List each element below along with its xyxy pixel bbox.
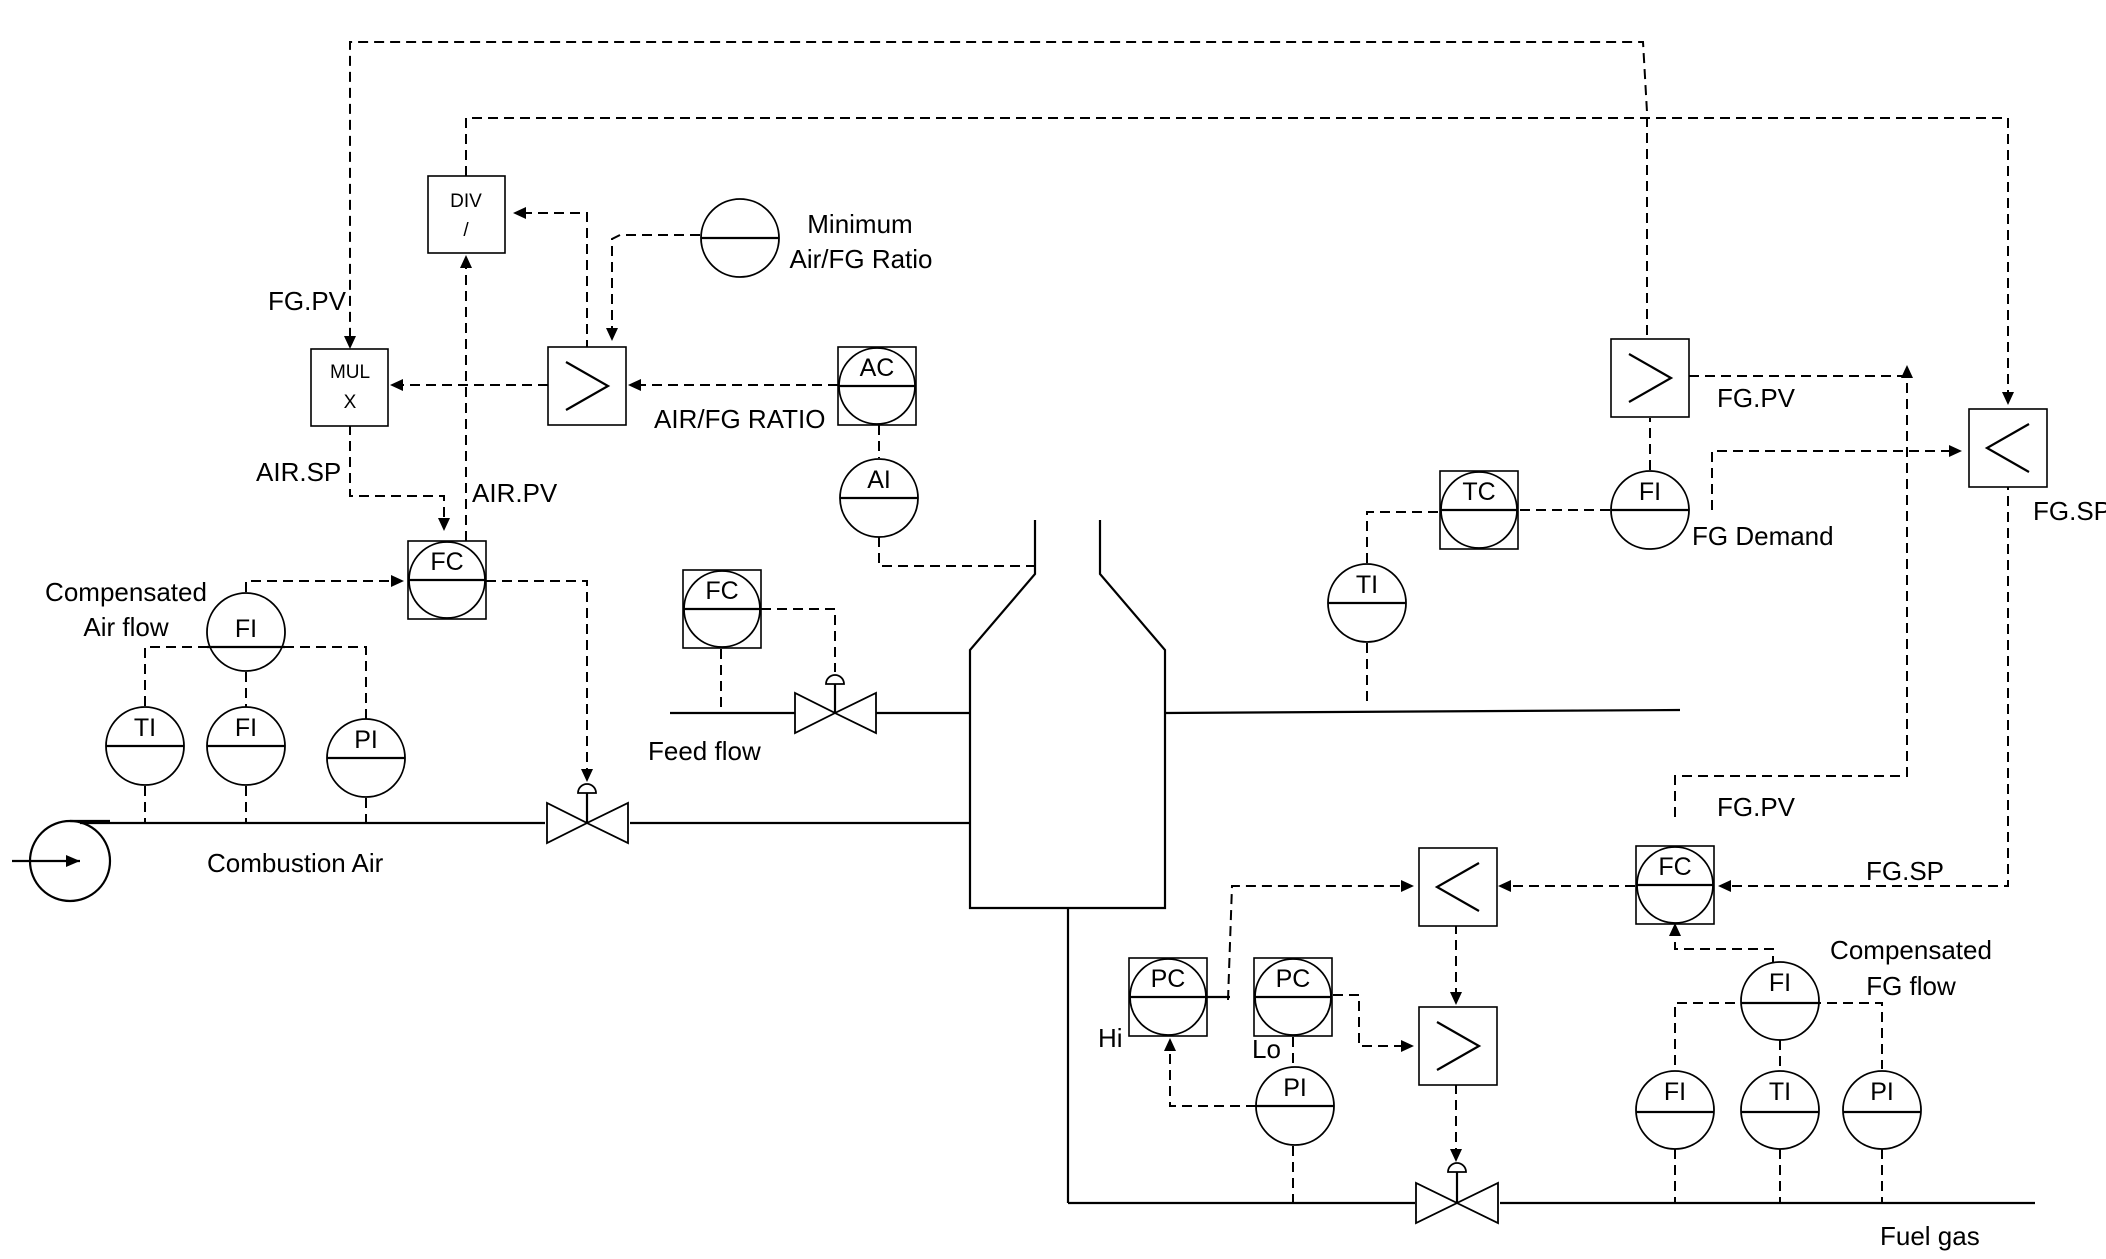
label-compensated-air: Compensated xyxy=(45,577,207,607)
fc-air-controller: FC xyxy=(407,540,487,620)
fc-fg-tag: FC xyxy=(1658,853,1691,881)
fi-compensated-fg: FI xyxy=(1740,961,1820,1041)
pc-lo-controller: PC xyxy=(1253,957,1333,1037)
fi-compensated-air: FI xyxy=(206,592,286,672)
fc-air-tag: FC xyxy=(430,548,463,576)
high-select-fg-output xyxy=(1418,1006,1498,1086)
fi-demand-tag: FI xyxy=(1639,478,1661,506)
label-fg-pv-mid: FG.PV xyxy=(1717,792,1796,822)
label-fg-demand: FG Demand xyxy=(1692,521,1834,551)
label-fg-sp-right: FG.SP xyxy=(2033,496,2106,526)
fc-feed-controller: FC xyxy=(682,569,762,649)
signal-lines xyxy=(144,41,2014,1203)
air-control-valve xyxy=(546,783,629,845)
fi-comp-fg-tag: FI xyxy=(1769,969,1791,997)
ti-furnace: TI xyxy=(1327,563,1407,643)
ti-air-tag: TI xyxy=(134,714,156,742)
high-select-air xyxy=(547,346,627,426)
furnace xyxy=(968,520,1167,910)
div-block-label: DIV xyxy=(450,191,482,212)
fc-fg-controller: FC xyxy=(1635,845,1715,925)
pi-air: PI xyxy=(326,718,406,798)
fuel-gas-control-valve xyxy=(1415,1162,1499,1225)
label-feed-flow: Feed flow xyxy=(648,736,761,766)
pc-hi-controller: PC xyxy=(1128,957,1230,1037)
ai-indicator: AI xyxy=(839,458,919,538)
pi-fg2-tag: PI xyxy=(1870,1078,1894,1106)
label-fg-flow: FG flow xyxy=(1866,971,1956,1001)
low-select-fg xyxy=(1418,847,1498,927)
label-compensated-fg: Compensated xyxy=(1830,935,1992,965)
pi-fg: PI xyxy=(1255,1066,1335,1146)
labels: FG.PV AIR.SP AIR.PV AIR/FG RATIO Minimum… xyxy=(45,209,2106,1251)
fc-feed-tag: FC xyxy=(705,577,738,605)
ai-tag: AI xyxy=(867,466,891,494)
label-minimum: Minimum xyxy=(807,209,912,239)
label-hi: Hi xyxy=(1098,1023,1123,1053)
fi-fg-tag: FI xyxy=(1664,1078,1686,1106)
fi-comp-air-tag: FI xyxy=(235,615,257,643)
label-air-fg-ratio: AIR/FG RATIO xyxy=(654,404,825,434)
ac-controller: AC xyxy=(837,346,917,426)
pi-air-tag: PI xyxy=(354,726,378,754)
high-select-fg-demand xyxy=(1610,338,1690,418)
label-air-sp: AIR.SP xyxy=(256,457,341,487)
mul-block: MUL X xyxy=(310,348,389,427)
fi-air-tag: FI xyxy=(235,714,257,742)
label-fg-pv-top: FG.PV xyxy=(1717,383,1796,413)
label-air-pv: AIR.PV xyxy=(472,478,558,508)
ac-tag: AC xyxy=(860,354,895,382)
fi-fg: FI xyxy=(1635,1070,1715,1150)
label-fg-sp-mid: FG.SP xyxy=(1866,856,1944,886)
label-air-fg-ratio-min: Air/FG Ratio xyxy=(789,244,932,274)
fi-air: FI xyxy=(206,706,286,786)
pc-lo-tag: PC xyxy=(1276,965,1311,993)
tc-controller: TC xyxy=(1439,470,1519,550)
div-block: DIV / xyxy=(427,175,506,254)
ti-air: TI xyxy=(105,706,185,786)
combustion-air-blower xyxy=(28,819,112,903)
label-fg-pv-left: FG.PV xyxy=(268,286,347,316)
feed-control-valve xyxy=(794,674,877,735)
minimum-ratio-bubble xyxy=(700,198,780,278)
pi-fg-line: PI xyxy=(1842,1070,1922,1150)
pi-fg-tag: PI xyxy=(1283,1074,1307,1102)
low-select-fg-sp xyxy=(1968,408,2048,488)
tc-tag: TC xyxy=(1462,478,1495,506)
mul-block-label: MUL xyxy=(330,362,370,383)
mul-block-symbol: X xyxy=(344,392,357,413)
fi-fg-demand: FI xyxy=(1610,470,1690,550)
label-fuel-gas: Fuel gas xyxy=(1880,1221,1980,1251)
ti-fg: TI xyxy=(1740,1070,1820,1150)
pc-hi-tag: PC xyxy=(1151,965,1186,993)
label-air-flow: Air flow xyxy=(83,612,168,642)
label-lo: Lo xyxy=(1252,1034,1281,1064)
ti-furnace-tag: TI xyxy=(1356,571,1378,599)
div-block-symbol: / xyxy=(463,220,469,241)
ti-fg-tag: TI xyxy=(1769,1078,1791,1106)
label-combustion-air: Combustion Air xyxy=(207,848,384,878)
process-lines xyxy=(12,708,2035,1205)
